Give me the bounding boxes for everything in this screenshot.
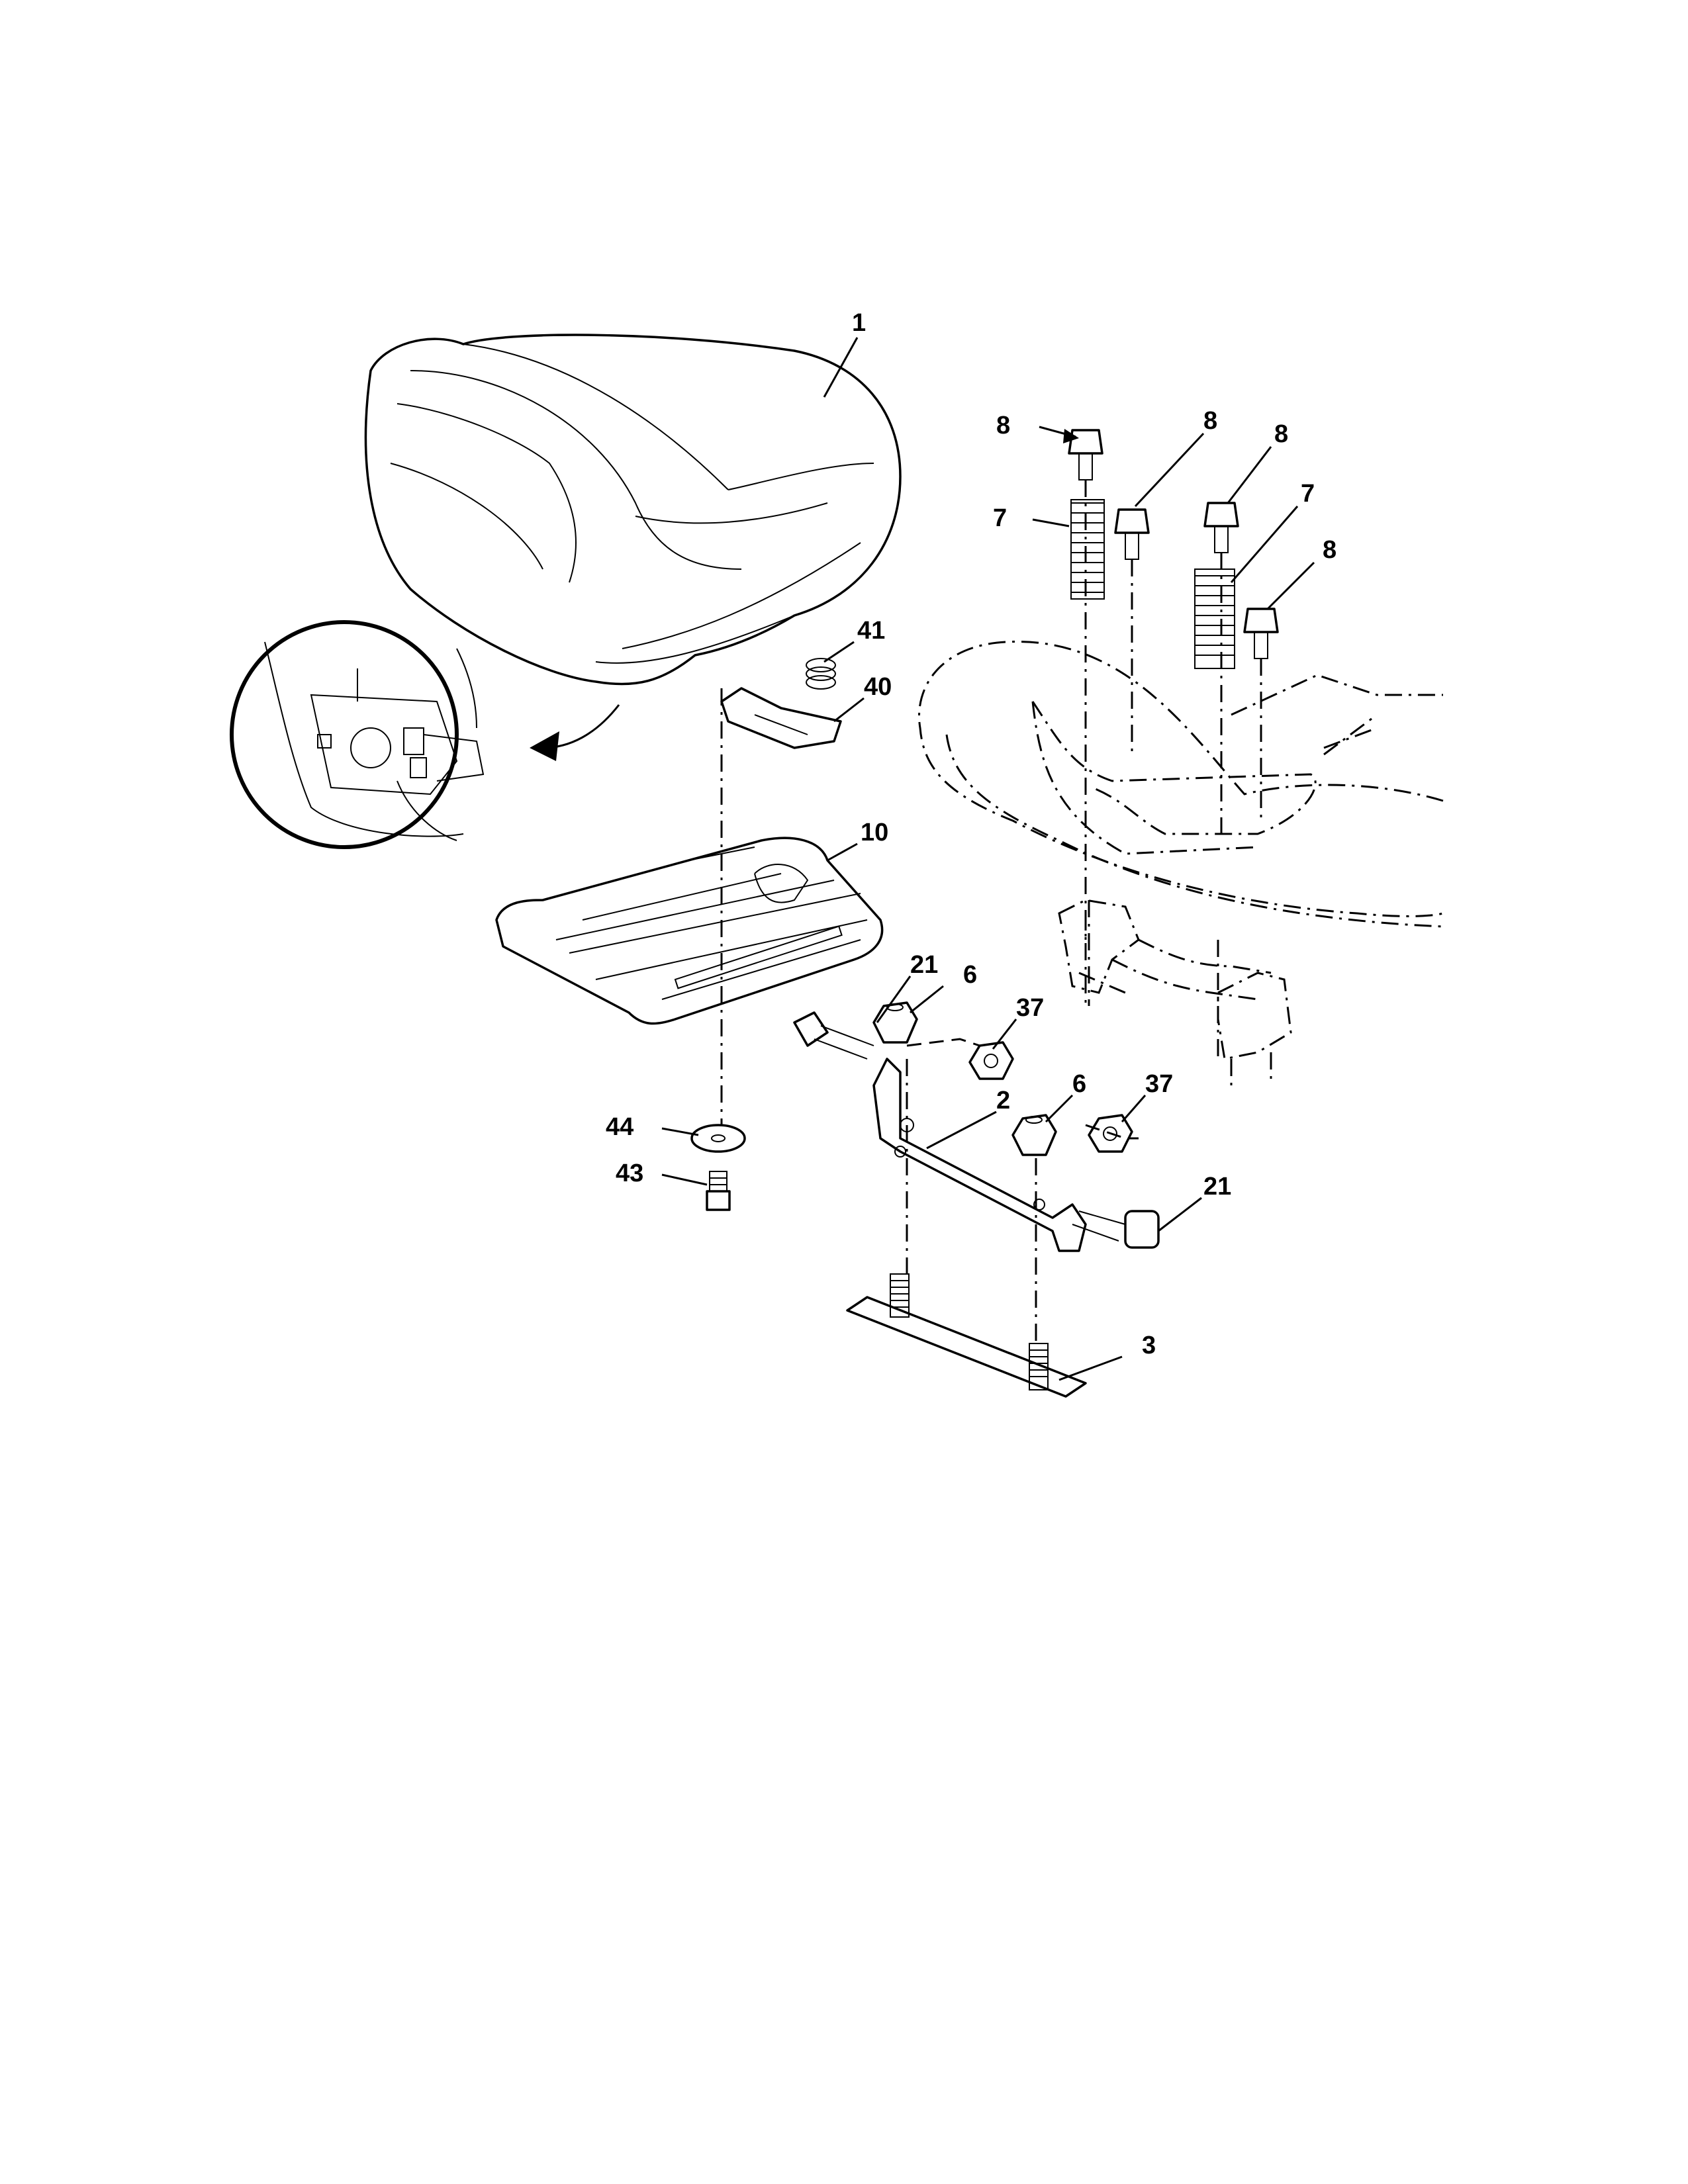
callout-8-a: 8 <box>996 412 1010 439</box>
nut-6-left <box>872 1001 918 1044</box>
callout-1: 1 <box>852 309 866 337</box>
callout-8-b: 8 <box>1203 407 1217 435</box>
callout-41: 41 <box>857 617 885 645</box>
callout-6-a: 6 <box>963 961 977 989</box>
callout-3: 3 <box>1142 1332 1156 1359</box>
callout-37-b: 37 <box>1145 1070 1173 1098</box>
seat-pan-slots <box>674 925 843 989</box>
callout-labels: 1 8 8 8 8 7 7 41 40 10 21 6 37 6 37 2 21… <box>606 309 1336 1359</box>
callout-21-b: 21 <box>1203 1173 1231 1201</box>
bolt-8-b <box>1114 508 1150 560</box>
assembly-centerlines <box>720 480 1262 1343</box>
callout-43: 43 <box>616 1160 643 1187</box>
callout-6-b: 6 <box>1072 1070 1086 1098</box>
callout-7-b: 7 <box>1301 480 1315 508</box>
shoulder-bolt-21-right <box>1072 1210 1160 1249</box>
spring-41 <box>806 658 836 690</box>
shoulder-bolt-21-left <box>793 1011 874 1060</box>
bolt-43 <box>706 1171 731 1211</box>
spring-7-right <box>1194 569 1235 669</box>
detail-inset <box>230 620 485 849</box>
fender-frame-outline <box>918 641 1444 1085</box>
callout-37-a: 37 <box>1016 994 1044 1022</box>
callout-7-a: 7 <box>993 504 1007 532</box>
callout-21-a: 21 <box>910 951 938 979</box>
callout-40: 40 <box>864 673 892 701</box>
seat-pan <box>495 837 884 1025</box>
seat-base-plate <box>846 1273 1087 1398</box>
washer-44 <box>690 1124 746 1153</box>
leader-lines <box>661 337 1315 1381</box>
callout-2: 2 <box>996 1087 1010 1115</box>
nut-37-left <box>968 1041 1014 1080</box>
bolt-8-d <box>1243 608 1279 659</box>
detail-arrow <box>530 704 620 761</box>
stud-right <box>1029 1343 1049 1390</box>
callout-8-d: 8 <box>1323 536 1336 564</box>
bolt-8-a <box>1068 429 1103 480</box>
bolt-8-c <box>1203 502 1239 553</box>
spring-7-left <box>1070 499 1105 600</box>
seat <box>364 334 902 686</box>
callout-8-c: 8 <box>1274 420 1288 448</box>
seat-bracket <box>872 1058 1087 1252</box>
callout-10: 10 <box>861 819 888 846</box>
nut-6-right <box>1011 1114 1057 1156</box>
callout-44: 44 <box>606 1113 633 1141</box>
switch-bracket-40 <box>720 687 842 749</box>
stud-left <box>890 1273 910 1318</box>
